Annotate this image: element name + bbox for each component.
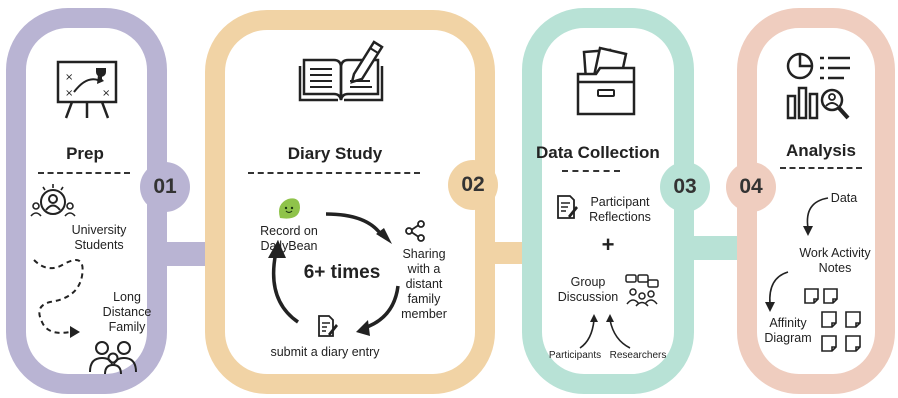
submit-diary-entry-label: submit a diary entry bbox=[270, 345, 380, 359]
affinity-diagram-label: Affinity Diagram bbox=[764, 316, 812, 345]
researchers-label: Researchers bbox=[609, 350, 667, 361]
dailybean-icon bbox=[279, 198, 300, 219]
cycle-arrows bbox=[268, 212, 400, 336]
discussion-group-icon bbox=[625, 274, 659, 307]
data-arrow bbox=[803, 197, 829, 236]
title-divider bbox=[562, 170, 620, 172]
strategy-board-icon: × × × bbox=[56, 60, 118, 119]
family-icon bbox=[89, 341, 137, 375]
input-arrows bbox=[579, 314, 631, 349]
edit-document-icon bbox=[318, 315, 338, 337]
stage-title: Analysis bbox=[786, 141, 856, 160]
participants-label: Participants bbox=[548, 350, 602, 361]
stage-number-badge: 04 bbox=[726, 162, 776, 212]
stage-number-badge: 01 bbox=[140, 162, 190, 212]
participant-reflections-label: Participant Reflections bbox=[589, 195, 651, 224]
stage-title: Diary Study bbox=[287, 144, 383, 163]
sharing-label: Sharing with a distant family member bbox=[401, 247, 447, 321]
stage-diary-frame bbox=[205, 10, 495, 394]
sticky-notes-icon bbox=[804, 288, 838, 304]
svg-text:×: × bbox=[65, 88, 73, 99]
title-divider bbox=[248, 172, 420, 174]
title-divider bbox=[780, 167, 862, 169]
stage-number-badge: 02 bbox=[448, 160, 498, 210]
stage-title: Data Collection bbox=[536, 143, 660, 162]
stage-prep-frame bbox=[6, 8, 167, 394]
university-students-label: University Students bbox=[71, 223, 127, 252]
sticky-notes-icon bbox=[821, 311, 861, 352]
long-distance-family-label: Long Distance Family bbox=[102, 290, 152, 334]
work-activity-notes-label: Work Activity Notes bbox=[799, 246, 871, 275]
analytics-chart-icon bbox=[786, 52, 850, 120]
notes-arrow bbox=[765, 271, 789, 312]
reflection-document-icon bbox=[557, 195, 578, 219]
folder-documents-icon bbox=[576, 46, 636, 116]
open-book-pen-icon bbox=[298, 40, 384, 102]
journey-dashed-path bbox=[33, 259, 84, 338]
title-divider bbox=[38, 172, 130, 174]
student-group-icon bbox=[30, 184, 76, 217]
repeat-count-label: 6+ times bbox=[303, 262, 381, 283]
share-icon bbox=[405, 220, 425, 242]
svg-text:×: × bbox=[65, 72, 73, 83]
group-discussion-label: Group Discussion bbox=[557, 275, 619, 304]
stage-number-badge: 03 bbox=[660, 162, 710, 212]
stage-title: Prep bbox=[66, 144, 104, 163]
svg-text:×: × bbox=[102, 88, 110, 99]
plus-sign: + bbox=[601, 232, 615, 257]
data-label: Data bbox=[830, 191, 858, 205]
